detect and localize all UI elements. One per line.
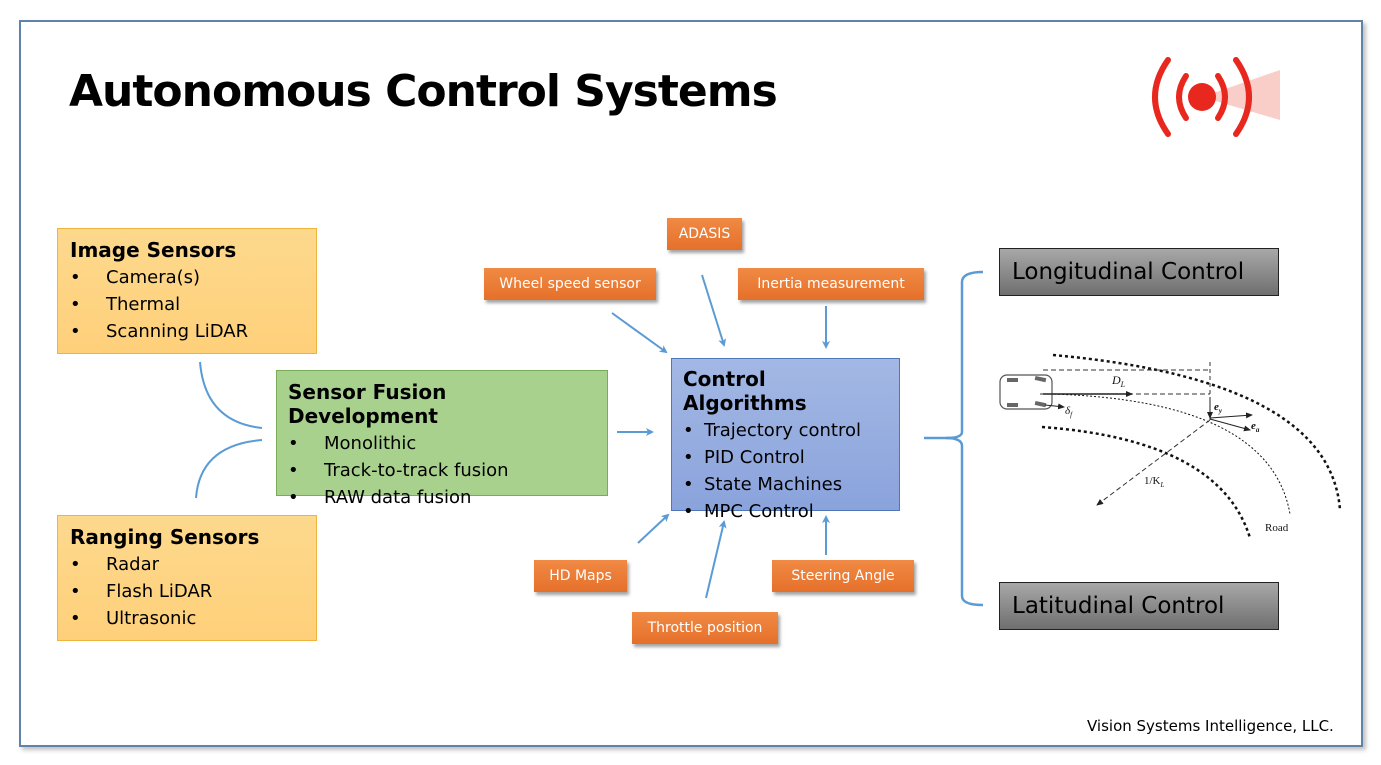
list-item: •Trajectory control xyxy=(683,420,861,441)
adasis-arrow xyxy=(701,274,727,347)
signal-dot xyxy=(1188,83,1216,111)
list-item: •Track-to-track fusion xyxy=(288,460,509,481)
latitudinal-control-box: Latitudinal Control xyxy=(999,582,1279,630)
longitudinal-control-box: Longitudinal Control xyxy=(999,248,1279,296)
list-item: •PID Control xyxy=(683,447,805,468)
input-wheel-speed-sensor: Wheel speed sensor xyxy=(484,268,656,300)
footer-credit: Vision Systems Intelligence, LLC. xyxy=(1087,717,1334,735)
input-hd-maps: HD Maps xyxy=(534,560,627,592)
hd-maps-arrow xyxy=(637,513,670,544)
input-steering-angle: Steering Angle xyxy=(772,560,914,592)
control-algorithms-heading: Control Algorithms xyxy=(683,367,807,415)
ranging-to-fusion-connector xyxy=(195,439,263,499)
sensor-fusion-heading: Sensor Fusion Development xyxy=(288,380,447,428)
outer-right-arc xyxy=(1233,57,1252,137)
image-to-fusion-connector xyxy=(199,361,263,429)
inner-left-arc xyxy=(1176,73,1189,121)
radar-signal-icon xyxy=(1152,57,1280,137)
list-item: •Monolithic xyxy=(288,433,417,454)
ranging-sensors-list: •Radar •Flash LiDAR •Ultrasonic xyxy=(70,551,304,632)
ranging-sensors-box: Ranging Sensors •Radar •Flash LiDAR •Ult… xyxy=(57,515,317,641)
input-throttle-position: Throttle position xyxy=(632,612,778,644)
output-bracket xyxy=(945,270,984,607)
list-item: •Radar xyxy=(70,554,159,575)
control-algorithms-list: •Trajectory control •PID Control •State … xyxy=(683,417,888,525)
input-adasis: ADASIS xyxy=(667,218,742,250)
list-item: •Ultrasonic xyxy=(70,608,197,629)
input-inertia-measurement: Inertia measurement xyxy=(738,268,924,300)
list-item: •Thermal xyxy=(70,294,181,315)
list-item: •Flash LiDAR xyxy=(70,581,213,602)
list-item: •RAW data fusion xyxy=(288,487,472,508)
throttle-arrow xyxy=(705,520,727,599)
signal-beam xyxy=(1202,70,1280,120)
wheel-speed-arrow xyxy=(611,312,668,354)
inner-right-arc xyxy=(1215,73,1228,121)
ranging-sensors-heading: Ranging Sensors xyxy=(70,525,260,549)
list-item: •Scanning LiDAR xyxy=(70,321,249,342)
list-item: •MPC Control xyxy=(683,501,814,522)
control-algorithms-box: Control Algorithms •Trajectory control •… xyxy=(671,358,900,522)
sensor-fusion-box: Sensor Fusion Development •Monolithic •T… xyxy=(276,370,608,508)
image-sensors-box: Image Sensors •Camera(s) •Thermal •Scann… xyxy=(57,228,317,354)
image-sensors-list: •Camera(s) •Thermal •Scanning LiDAR xyxy=(70,264,304,345)
sensor-fusion-list: •Monolithic •Track-to-track fusion •RAW … xyxy=(288,430,596,511)
list-item: •Camera(s) xyxy=(70,267,201,288)
outer-left-arc xyxy=(1152,57,1171,137)
image-sensors-heading: Image Sensors xyxy=(70,238,237,262)
page-title: Autonomous Control Systems xyxy=(69,66,778,117)
list-item: •State Machines xyxy=(683,474,843,495)
